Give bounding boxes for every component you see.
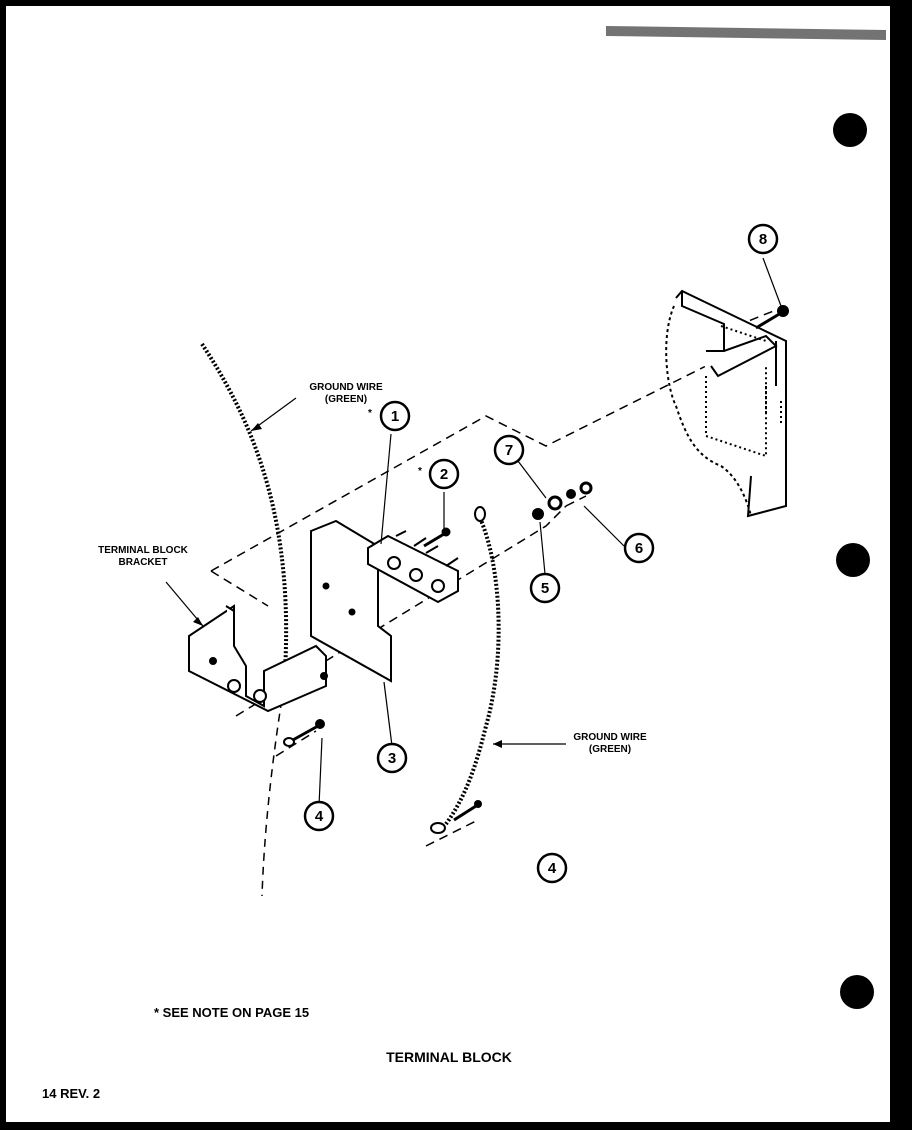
callout-label-7: 7: [505, 442, 513, 459]
assembly-guides: [210, 305, 787, 847]
screw-8: [755, 305, 789, 330]
parts-diagram-page: 1 2 3 4 4 5 6 7 8 * * GROUND WIRE (GREEN…: [6, 6, 890, 1122]
punch-hole-middle: [836, 543, 870, 577]
callout-4-left: 4: [303, 800, 335, 832]
callout-label-4-right: 4: [548, 860, 557, 877]
callout-4-right: 4: [536, 852, 568, 884]
callout-label-8: 8: [759, 231, 767, 248]
leader-lines: [165, 257, 782, 807]
callout-7: 7: [493, 434, 525, 466]
terminal-block: [367, 530, 459, 604]
callout-label-2: 2: [440, 466, 448, 483]
leader-arrowheads: [193, 423, 502, 748]
ground-wire-bottom-label-line1: GROUND WIRE: [573, 732, 647, 743]
bracket-label-line1: TERMINAL BLOCK: [98, 545, 189, 556]
ground-wire-top-label-line2: (GREEN): [325, 394, 367, 405]
callout-label-1: 1: [391, 408, 399, 425]
ground-wire-right: [430, 506, 501, 834]
callout-2: 2: [428, 458, 460, 490]
nuts: [532, 481, 593, 520]
diagram-title: TERMINAL BLOCK: [386, 1049, 512, 1065]
punch-hole-top: [833, 113, 867, 147]
screw-2: [423, 527, 451, 548]
callout-label-6: 6: [635, 540, 643, 557]
screw-4-left: [283, 719, 325, 747]
callout-8: 8: [747, 223, 779, 255]
smudged-header: [606, 26, 886, 40]
terminal-block-diagram: 1 2 3 4 4 5 6 7 8 * * GROUND WIRE (GREEN…: [42, 26, 886, 1101]
ground-wire-left: [200, 342, 289, 687]
callout-label-3: 3: [388, 750, 396, 767]
dashed-guide-left: [261, 685, 285, 897]
ground-wire-bottom-label-line2: (GREEN): [589, 744, 631, 755]
footnote: * SEE NOTE ON PAGE 15: [154, 1005, 309, 1020]
callout-6: 6: [623, 532, 655, 564]
callout-label-4-left: 4: [315, 808, 324, 825]
callout-label-5: 5: [541, 580, 549, 597]
ground-wire-top-label-line1: GROUND WIRE: [309, 382, 383, 393]
terminal-block-bracket: [188, 604, 328, 713]
callout-5: 5: [529, 572, 561, 604]
page-number: 14 REV. 2: [42, 1086, 100, 1101]
asterisk-2: *: [418, 466, 422, 477]
callout-1: 1: [379, 400, 411, 432]
control-panel-section: [665, 289, 787, 518]
punch-hole-bottom: [840, 975, 874, 1009]
bracket-label-line2: BRACKET: [119, 557, 168, 568]
asterisk-1: *: [368, 408, 372, 419]
callout-3: 3: [376, 742, 408, 774]
